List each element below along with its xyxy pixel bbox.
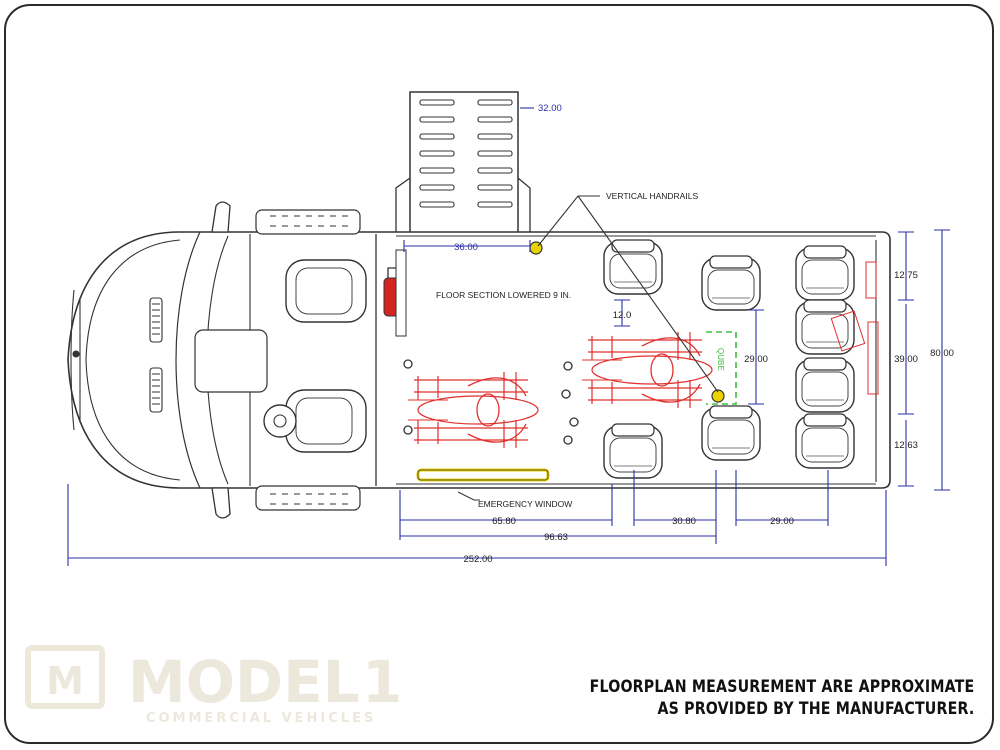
handrail-posts: [529, 241, 725, 403]
dim-rear-top: 12.75: [894, 270, 918, 281]
qube-system: QUBE: [706, 331, 737, 405]
dim-29: 29.00: [770, 516, 794, 527]
dim-rear-middle: 39.00: [894, 354, 918, 365]
grille: [70, 289, 163, 431]
annotation-labels: VERTICAL HANDRAILS FLOOR SECTION LOWERED…: [436, 191, 698, 509]
dim-rear-bottom: 12.63: [894, 440, 918, 451]
ramp: [395, 91, 531, 236]
floor-section-label: FLOOR SECTION LOWERED 9 IN.: [436, 290, 571, 300]
page-frame: [4, 4, 994, 744]
fire-extinguisher: [383, 249, 407, 337]
mirrors: [211, 201, 231, 519]
dim-seat-gap: 12.0: [613, 310, 632, 321]
dim-ramp-width: 32.00: [538, 103, 562, 114]
dim-overall-length: 252.00: [463, 554, 492, 565]
logo-name: MODEL: [128, 648, 360, 716]
dimension-values: 32.00 36.00 12.0 29.00 12.75 39.00 12.63…: [454, 103, 954, 565]
emergency-window-label: EMERGENCY WINDOW: [478, 499, 572, 509]
dim-65: 65.80: [492, 516, 516, 527]
qube-label: QUBE: [716, 348, 725, 371]
dim-30: 30.80: [672, 516, 696, 527]
handrails-label: VERTICAL HANDRAILS: [606, 191, 698, 201]
disclaimer-line-2: AS PROVIDED BY THE MANUFACTURER.: [657, 699, 974, 718]
floor-anchors: [403, 359, 579, 445]
rear-door-markings: [830, 261, 879, 395]
logo-letter: M: [46, 659, 84, 703]
brand-logo: M MODEL 1 COMMERCIAL VEHICLES: [25, 645, 402, 726]
entry-steps: [255, 209, 361, 511]
disclaimer: FLOORPLAN MEASUREMENT ARE APPROXIMATE AS…: [589, 676, 974, 720]
dim-door-opening: 36.00: [454, 242, 478, 253]
disclaimer-line-1: FLOORPLAN MEASUREMENT ARE APPROXIMATE: [589, 677, 974, 696]
dim-96: 96.63: [544, 532, 568, 543]
dimension-lines: [67, 107, 950, 566]
logo-numeral: 1: [362, 648, 402, 716]
dim-aisle-width: 29.00: [744, 354, 768, 365]
dim-overall-width: 80.00: [930, 348, 954, 359]
logo-tagline: COMMERCIAL VEHICLES: [146, 711, 376, 726]
handrail-leaders: [537, 195, 719, 393]
driver-seats: [263, 259, 367, 453]
